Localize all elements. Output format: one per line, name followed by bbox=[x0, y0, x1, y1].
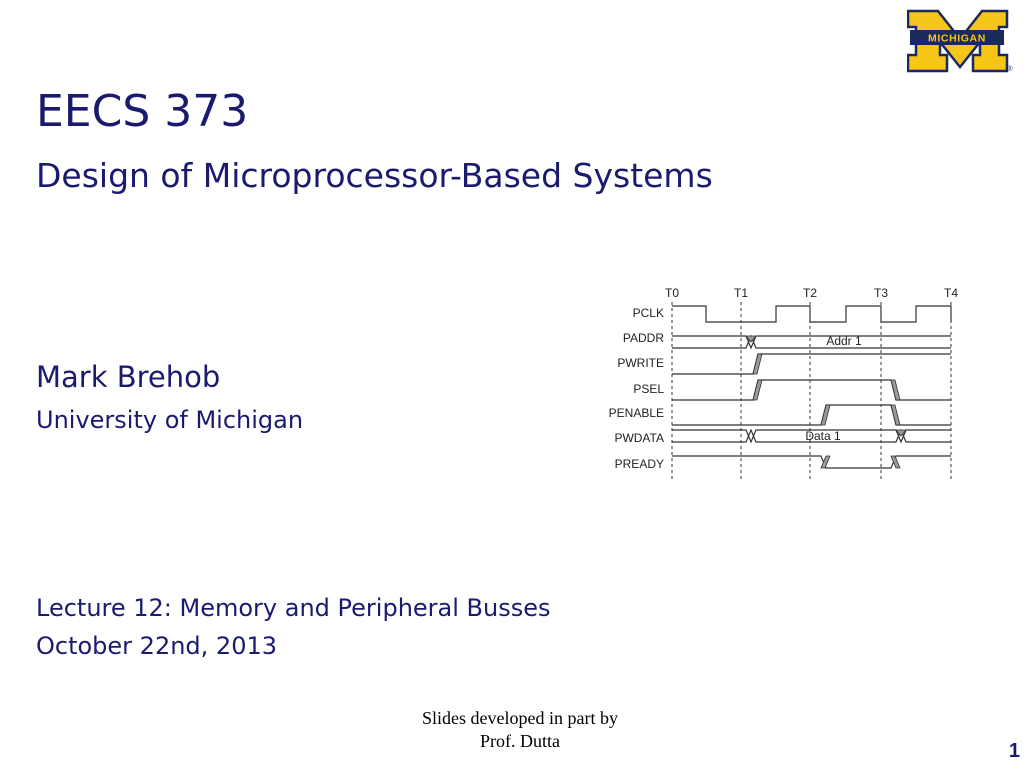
time-label-t3: T3 bbox=[874, 286, 888, 300]
logo-registered-mark: ® bbox=[1007, 65, 1013, 73]
pready-waveform bbox=[672, 455, 951, 469]
paddr-transition bbox=[745, 335, 757, 343]
page-number: 1 bbox=[1008, 740, 1020, 762]
penable-rise-transition bbox=[820, 404, 831, 426]
credit-line-1: Slides developed in part by bbox=[422, 708, 618, 728]
slide-subtitle: Design of Microprocessor-Based Systems bbox=[36, 156, 713, 195]
lecture-date: October 22nd, 2013 bbox=[36, 632, 277, 660]
timing-diagram: T0 T1 T2 T3 T4 PCLK PADDR PWRITE PSEL PE… bbox=[609, 286, 958, 482]
signal-label-penable: PENABLE bbox=[609, 406, 664, 420]
signal-label-paddr: PADDR bbox=[623, 331, 664, 345]
penable-fall-transition bbox=[890, 404, 901, 426]
credit-line-2: Prof. Dutta bbox=[480, 730, 560, 751]
signal-label-pclk: PCLK bbox=[633, 306, 664, 320]
pready-rise-transition bbox=[820, 455, 831, 469]
author-name: Mark Brehob bbox=[36, 360, 221, 394]
slide-title: EECS 373 bbox=[36, 86, 249, 137]
time-markers bbox=[671, 302, 952, 482]
psel-waveform bbox=[672, 379, 951, 401]
pready-fall-transition bbox=[890, 455, 901, 469]
paddr-value-label: Addr 1 bbox=[826, 334, 862, 348]
credit-note: Slides developed in part by Prof. Dutta bbox=[380, 707, 660, 752]
psel-fall-transition bbox=[890, 379, 901, 401]
logo-text: MICHIGAN bbox=[928, 33, 986, 45]
lecture-title: Lecture 12: Memory and Peripheral Busses bbox=[36, 594, 551, 622]
time-label-t1: T1 bbox=[734, 286, 748, 300]
penable-waveform bbox=[672, 404, 951, 426]
michigan-logo: MICHIGAN ® bbox=[907, 9, 1013, 73]
logo-banner bbox=[910, 30, 1004, 45]
psel-rise-transition bbox=[752, 379, 763, 401]
pwdata-value-label: Data 1 bbox=[805, 429, 841, 443]
time-label-t0: T0 bbox=[665, 286, 679, 300]
pwdata-waveform bbox=[672, 428, 951, 444]
signal-label-pready: PREADY bbox=[615, 457, 664, 471]
signal-label-psel: PSEL bbox=[633, 382, 664, 396]
pwdata-transition bbox=[895, 429, 907, 437]
pwrite-transition bbox=[752, 353, 763, 375]
pclk-waveform bbox=[672, 305, 952, 323]
signal-label-pwdata: PWDATA bbox=[614, 431, 664, 445]
signal-label-pwrite: PWRITE bbox=[617, 356, 664, 370]
time-label-t4: T4 bbox=[944, 286, 958, 300]
time-label-t2: T2 bbox=[803, 286, 817, 300]
pwrite-waveform bbox=[672, 353, 951, 375]
author-affiliation: University of Michigan bbox=[36, 406, 304, 434]
paddr-waveform bbox=[672, 334, 951, 350]
